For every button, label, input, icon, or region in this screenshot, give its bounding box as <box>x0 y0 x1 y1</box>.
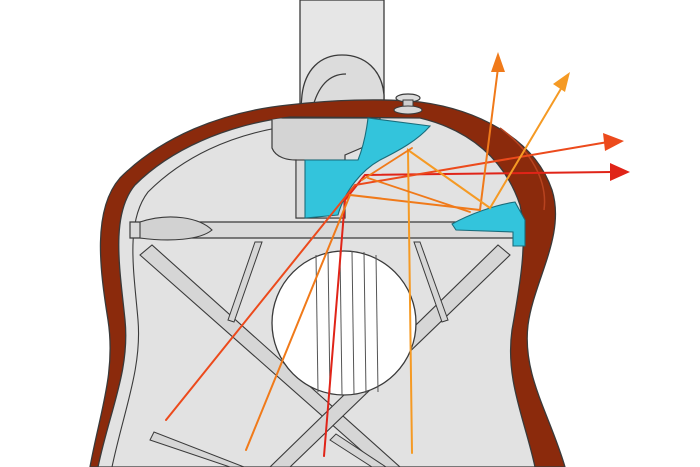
tone-bar-left <box>227 241 263 323</box>
ray-red-1 <box>323 171 613 457</box>
arrowhead-icon <box>603 133 624 151</box>
soundhole <box>271 250 417 396</box>
ray-orange-1 <box>245 67 499 451</box>
rim-highlight <box>499 127 546 211</box>
upper-cyan-brace <box>304 117 432 219</box>
kerfed-lining <box>111 125 291 467</box>
string-2 <box>327 251 331 395</box>
strap-button-base <box>393 105 423 115</box>
strings <box>315 250 379 396</box>
string-4 <box>351 250 355 396</box>
ray-red-2 <box>165 141 609 421</box>
string-5 <box>363 251 367 395</box>
arrowhead-icon <box>553 72 570 92</box>
arrowhead-icon <box>610 163 630 181</box>
arrowhead-icon <box>491 52 505 72</box>
string-6 <box>375 254 379 393</box>
ray-orange-3 <box>367 177 471 213</box>
arrowheads <box>491 52 630 181</box>
string-3 <box>339 250 343 396</box>
lower-cyan-brace <box>451 201 526 247</box>
lower-strip-b <box>329 433 388 467</box>
brace-end-left <box>139 216 213 241</box>
soundhole-circle <box>271 250 417 396</box>
lower-strip-a <box>149 431 245 467</box>
ray-orange-4 <box>361 147 413 181</box>
tone-bar-right <box>413 241 449 323</box>
ray-orange-2 <box>406 81 566 454</box>
strap-button-icon <box>393 93 423 115</box>
sound-rays <box>165 67 613 457</box>
reflective-braces <box>304 117 526 247</box>
